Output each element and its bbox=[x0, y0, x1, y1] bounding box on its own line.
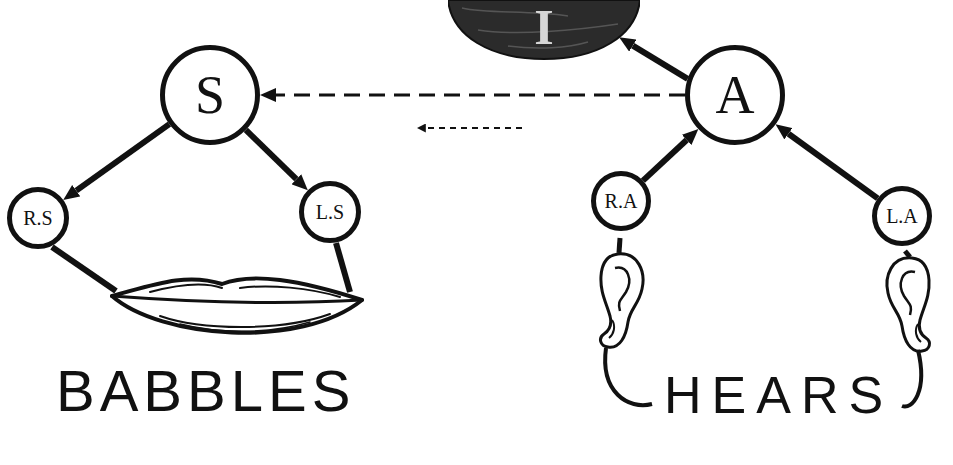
caption-word: BABBLES bbox=[56, 358, 355, 425]
nerve-line bbox=[52, 247, 116, 291]
node-label: I bbox=[534, 2, 553, 52]
left-ear bbox=[887, 258, 929, 351]
node-label: A bbox=[716, 68, 755, 122]
bowl-shape bbox=[448, 0, 640, 59]
inner-self-bowl: I bbox=[448, 0, 640, 60]
node-label: L.A bbox=[886, 206, 918, 226]
speech-centre: S bbox=[160, 45, 260, 145]
nerve-connector bbox=[246, 130, 297, 179]
lips-drawing bbox=[112, 278, 362, 332]
auditory-centre: A bbox=[685, 45, 785, 145]
node-label: S bbox=[195, 68, 225, 122]
nerve-connector bbox=[788, 134, 877, 199]
dashed-connector bbox=[276, 94, 685, 97]
sub-centre: L.A bbox=[872, 186, 932, 246]
nerve-line bbox=[905, 251, 910, 257]
brace bbox=[605, 348, 652, 405]
caption-word: HEARS bbox=[664, 366, 893, 426]
sub-centre: R.S bbox=[7, 187, 69, 249]
sub-centre: R.A bbox=[591, 171, 651, 231]
sub-centre: L.S bbox=[299, 181, 361, 243]
nerve-connector bbox=[76, 124, 169, 191]
nerve-connector bbox=[633, 46, 688, 79]
nerve-connector bbox=[643, 140, 687, 181]
brace bbox=[902, 350, 921, 407]
direction-arrow bbox=[424, 127, 522, 129]
node-label: L.S bbox=[316, 202, 344, 222]
node-label: R.S bbox=[23, 208, 52, 228]
nerve-line bbox=[619, 238, 620, 253]
nerve-line bbox=[336, 243, 350, 292]
node-label: R.A bbox=[605, 191, 638, 211]
right-ear bbox=[601, 254, 643, 347]
